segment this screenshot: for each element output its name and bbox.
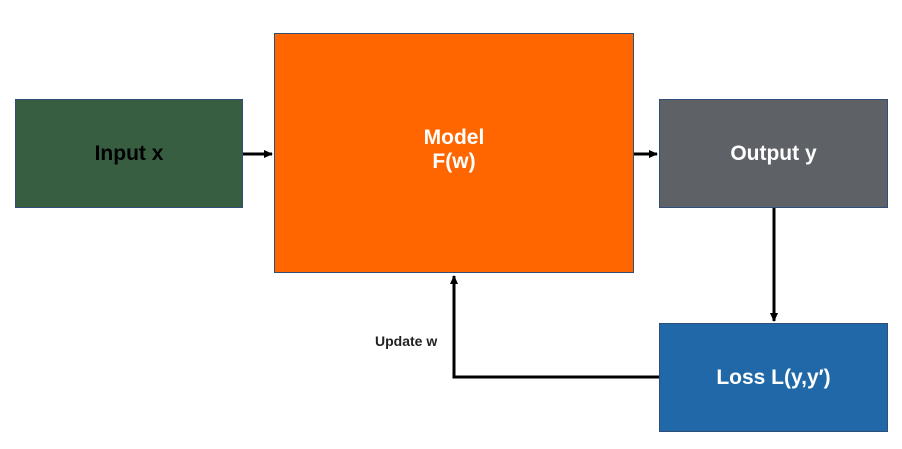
arrow-loss-to-model-feedback xyxy=(450,275,659,379)
loss-node-label: Loss L(y,y′) xyxy=(716,365,831,389)
output-node: Output y xyxy=(659,99,888,208)
model-node: Model F(w) xyxy=(274,33,634,273)
update-w-label: Update w xyxy=(375,333,438,349)
input-node: Input x xyxy=(15,99,243,208)
output-node-label: Output y xyxy=(730,141,817,165)
model-node-formula: F(w) xyxy=(432,150,476,173)
input-node-label: Input x xyxy=(94,141,164,165)
loss-node: Loss L(y,y′) xyxy=(659,323,888,432)
model-node-title: Model xyxy=(423,126,485,149)
